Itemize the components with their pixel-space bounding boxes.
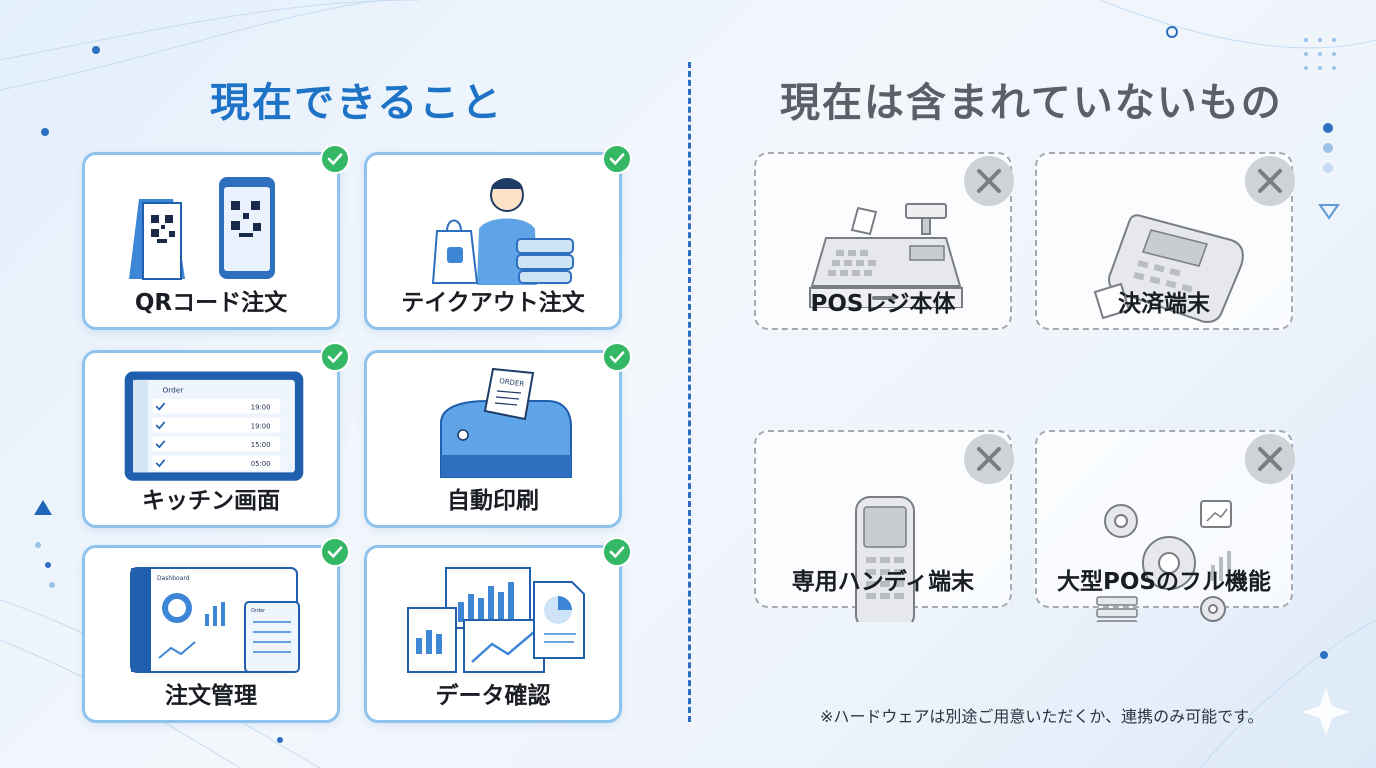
takeout-icon xyxy=(431,178,574,285)
payment-terminal-icon xyxy=(1093,214,1244,323)
x-icon xyxy=(977,447,1001,471)
tablet-header: Order xyxy=(163,386,185,395)
left-section-title: 現在できること xyxy=(210,80,504,126)
check-icon xyxy=(609,546,625,559)
order-time: 19:00 xyxy=(251,403,271,411)
handheld-terminal-icon xyxy=(855,496,915,622)
feature-card-kitchen: Order 19:00 19:00 15:00 05:00 キッチン画面 xyxy=(82,342,350,528)
kitchen-tablet-icon: Order 19:00 19:00 15:00 05:00 xyxy=(124,371,304,481)
x-badge xyxy=(964,156,1014,206)
x-icon xyxy=(977,169,1001,193)
check-icon xyxy=(327,546,343,559)
order-time: 15:00 xyxy=(251,441,271,449)
check-badge xyxy=(320,537,350,567)
feature-card-data: データ確認 xyxy=(364,537,632,723)
excluded-card-payment-terminal: 決済端末 xyxy=(1035,152,1295,330)
receipt-text: ORDER xyxy=(499,377,525,388)
feature-card-management: Dashboard Order 注文管理 xyxy=(82,537,350,723)
check-badge xyxy=(602,342,632,372)
order-time: 05:00 xyxy=(251,460,271,468)
dashboard-title: Dashboard xyxy=(157,575,190,582)
feature-label: データ確認 xyxy=(435,683,551,709)
popup-title: Order xyxy=(251,608,266,614)
excluded-label: POSレジ本体 xyxy=(810,291,956,317)
feature-label: キッチン画面 xyxy=(142,488,280,514)
excluded-label: 決済端末 xyxy=(1118,291,1210,317)
right-section-title: 現在は含まれていないもの xyxy=(780,80,1283,126)
check-badge xyxy=(320,144,350,174)
check-icon xyxy=(609,351,625,364)
feature-label: 注文管理 xyxy=(165,683,257,709)
footnote: ※ハードウェアは別途ご用意いただくか、連携のみ可能です。 xyxy=(820,707,1264,726)
feature-label: QRコード注文 xyxy=(134,290,288,316)
x-icon xyxy=(1258,447,1282,471)
excluded-label: 専用ハンディ端末 xyxy=(791,569,975,595)
feature-label: テイクアウト注文 xyxy=(401,290,585,316)
receipt-printer-icon: ORDER xyxy=(440,367,572,478)
check-icon xyxy=(327,351,343,364)
data-report-icon xyxy=(407,567,585,673)
excluded-card-handheld: 専用ハンディ端末 xyxy=(754,430,1014,622)
check-icon xyxy=(327,153,343,166)
feature-card-qr: QRコード注文 xyxy=(82,144,350,330)
check-badge xyxy=(602,144,632,174)
x-icon xyxy=(1258,169,1282,193)
feature-card-printing: ORDER 自動印刷 xyxy=(364,342,632,528)
dashboard-icon: Dashboard Order xyxy=(130,567,300,673)
cash-register-icon xyxy=(809,203,963,308)
check-badge xyxy=(602,537,632,567)
excluded-label: 大型POSのフル機能 xyxy=(1057,569,1271,595)
feature-label: 自動印刷 xyxy=(447,488,539,514)
check-icon xyxy=(609,153,625,166)
qr-code-icon xyxy=(129,177,275,280)
x-badge xyxy=(964,434,1014,484)
order-time: 19:00 xyxy=(251,422,271,430)
gears-icon xyxy=(1096,500,1232,622)
excluded-card-full-pos: 大型POSのフル機能 xyxy=(1035,430,1295,622)
x-badge xyxy=(1245,156,1295,206)
section-divider xyxy=(688,62,691,722)
feature-card-takeout: テイクアウト注文 xyxy=(364,144,632,330)
excluded-card-pos-register: POSレジ本体 xyxy=(754,152,1014,330)
x-badge xyxy=(1245,434,1295,484)
check-badge xyxy=(320,342,350,372)
